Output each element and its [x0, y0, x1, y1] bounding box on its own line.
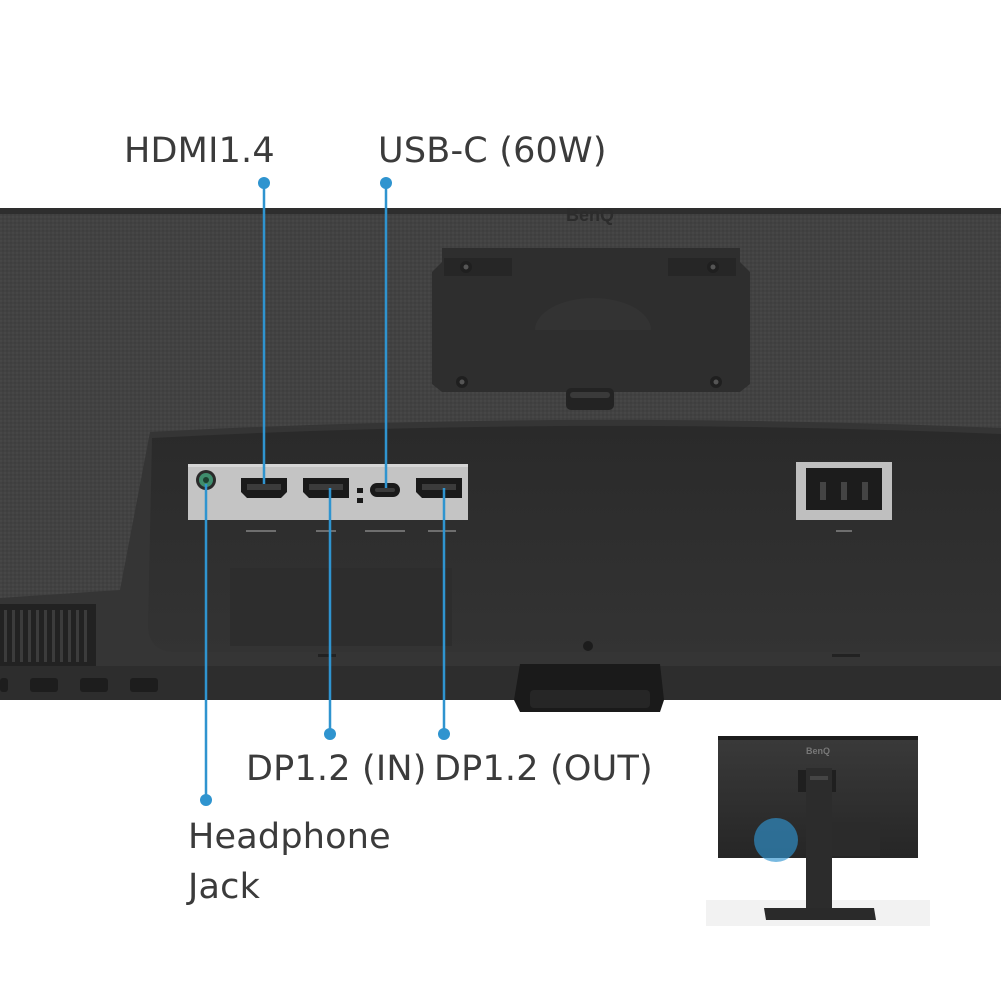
benq-logo-text: BenQ	[566, 205, 614, 225]
usbc-callout-line	[380, 177, 392, 488]
headphone-callout-line	[200, 484, 212, 806]
monitor-thumbnail: BenQ	[706, 736, 930, 926]
thumbnail-benq-logo: BenQ	[806, 746, 830, 756]
usbc-label: USB-C (60W)	[378, 131, 607, 171]
usbc-port-icon	[370, 483, 400, 497]
hdmi-callout-line	[258, 177, 270, 484]
hdmi-label: HDMI1.4	[124, 131, 275, 171]
side-vent-grille	[0, 604, 1001, 700]
dp-out-callout-line	[438, 488, 450, 740]
dp-out-label: DP1.2 (OUT)	[434, 749, 653, 789]
vesa-mount-plate	[432, 248, 750, 410]
port-area-highlight	[754, 818, 798, 862]
osd-buttons	[0, 678, 158, 692]
port-cavity	[0, 419, 1001, 700]
stand-hinge	[514, 664, 664, 712]
callout-lines	[200, 177, 450, 806]
headphone-port-icon	[196, 470, 216, 490]
headphone-label-line2: Jack	[188, 867, 261, 907]
dp-in-port-icon	[303, 478, 349, 498]
headphone-label-line1: Headphone	[188, 817, 391, 857]
dp-out-port-icon	[416, 478, 462, 498]
dp-in-label: DP1.2 (IN)	[246, 749, 427, 789]
benq-embossed-logo: BenQ	[566, 205, 614, 225]
power-inlet	[796, 462, 892, 532]
io-panel	[188, 464, 468, 532]
dp-in-callout-line	[324, 488, 336, 740]
hdmi-port-icon	[241, 478, 287, 498]
